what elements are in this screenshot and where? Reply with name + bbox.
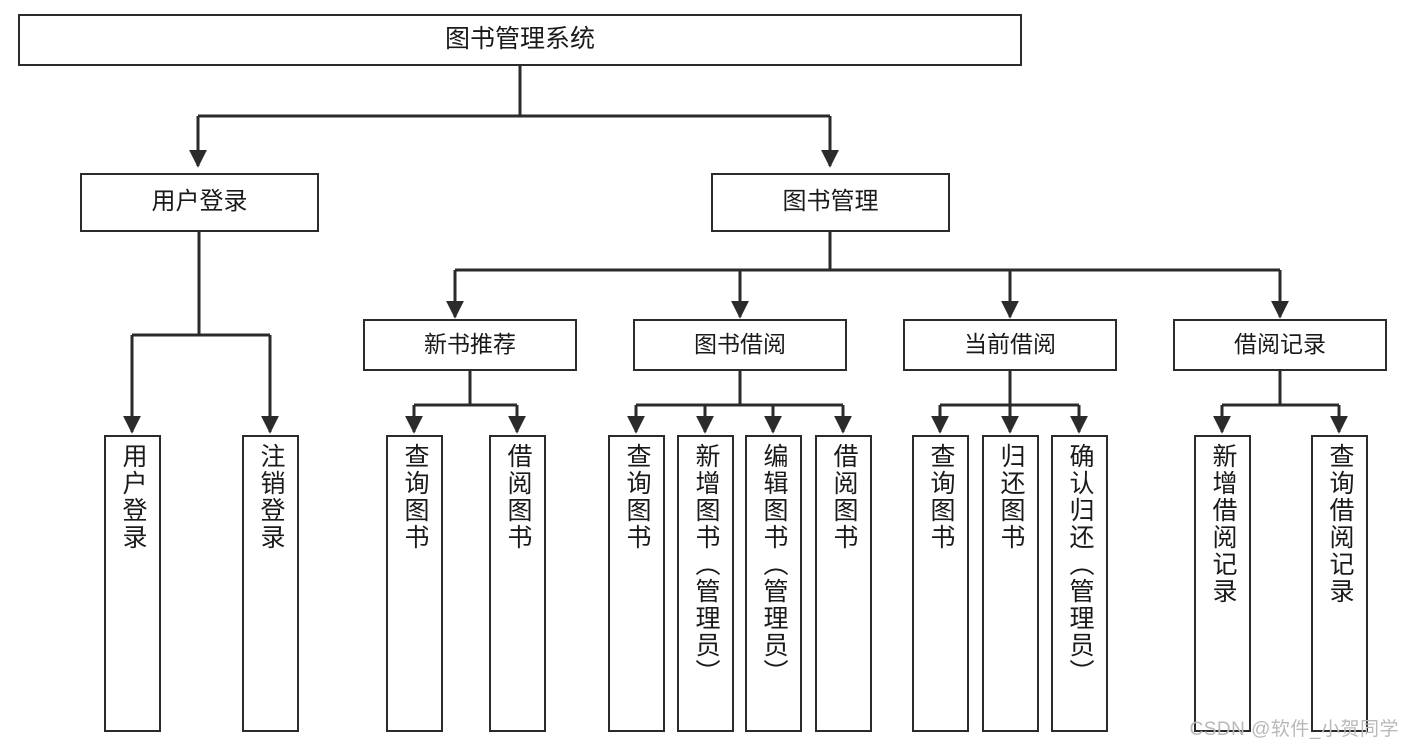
node-label: 新书推荐 bbox=[424, 331, 516, 358]
node-current-borrow[interactable]: 当前借阅 bbox=[903, 319, 1117, 371]
node-label: 查询图书 bbox=[927, 443, 955, 551]
leaf-query-book-recommend[interactable]: 查询图书 bbox=[386, 435, 443, 732]
leaf-borrow-book[interactable]: 借阅图书 bbox=[815, 435, 872, 732]
leaf-return-book[interactable]: 归还图书 bbox=[982, 435, 1039, 732]
node-book-management[interactable]: 图书管理 bbox=[711, 173, 950, 232]
node-label: 查询图书 bbox=[623, 443, 651, 551]
node-book-borrow[interactable]: 图书借阅 bbox=[633, 319, 847, 371]
node-label: 用户登录 bbox=[151, 188, 248, 216]
leaf-query-book-current[interactable]: 查询图书 bbox=[912, 435, 969, 732]
node-label: 编辑图书（管理员） bbox=[760, 443, 788, 686]
node-label: 确认归还（管理员） bbox=[1066, 443, 1094, 686]
node-label: 图书管理系统 bbox=[444, 25, 595, 54]
node-new-book-recommend[interactable]: 新书推荐 bbox=[363, 319, 577, 371]
node-label: 归还图书 bbox=[997, 443, 1025, 551]
leaf-add-book-admin[interactable]: 新增图书（管理员） bbox=[677, 435, 734, 732]
leaf-user-logout[interactable]: 注销登录 bbox=[242, 435, 299, 732]
node-label: 图书借阅 bbox=[694, 331, 786, 358]
node-label: 当前借阅 bbox=[964, 331, 1056, 358]
leaf-query-book[interactable]: 查询图书 bbox=[608, 435, 665, 732]
node-borrow-record[interactable]: 借阅记录 bbox=[1173, 319, 1387, 371]
node-label: 新增借阅记录 bbox=[1209, 443, 1237, 605]
node-label: 借阅记录 bbox=[1234, 331, 1326, 358]
leaf-edit-book-admin[interactable]: 编辑图书（管理员） bbox=[745, 435, 802, 732]
leaf-borrow-book-recommend[interactable]: 借阅图书 bbox=[489, 435, 546, 732]
leaf-confirm-return-admin[interactable]: 确认归还（管理员） bbox=[1051, 435, 1108, 732]
node-label: 新增图书（管理员） bbox=[692, 443, 720, 686]
node-root-system[interactable]: 图书管理系统 bbox=[18, 14, 1022, 66]
node-label: 查询图书 bbox=[401, 443, 429, 551]
leaf-add-borrow-record[interactable]: 新增借阅记录 bbox=[1194, 435, 1251, 732]
node-label: 查询借阅记录 bbox=[1326, 443, 1354, 605]
node-user-login[interactable]: 用户登录 bbox=[80, 173, 319, 232]
node-label: 图书管理 bbox=[782, 188, 879, 216]
node-label: 借阅图书 bbox=[504, 443, 532, 551]
node-label: 借阅图书 bbox=[830, 443, 858, 551]
node-label: 用户登录 bbox=[119, 443, 147, 551]
leaf-query-borrow-record[interactable]: 查询借阅记录 bbox=[1311, 435, 1368, 732]
watermark: CSDN @软件_小贺同学 bbox=[1189, 719, 1399, 740]
node-label: 注销登录 bbox=[257, 443, 285, 551]
leaf-user-login[interactable]: 用户登录 bbox=[104, 435, 161, 732]
